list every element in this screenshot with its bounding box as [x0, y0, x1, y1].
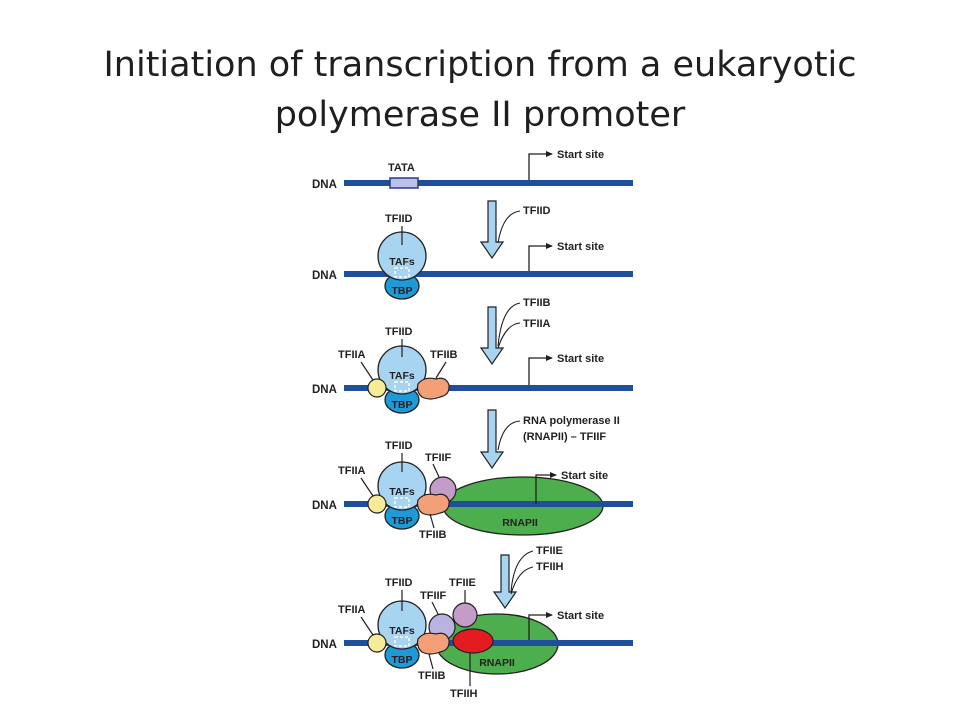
- start-site-label: Start site: [557, 149, 604, 161]
- start-site-label: Start site: [561, 470, 608, 482]
- start-site-arrow: [528, 243, 553, 271]
- row-4-rnapii-tfiif-bound: DNA RNAPII TAFs TBP TFIID TFIIA TFIIF TF…: [312, 440, 633, 541]
- step-3-label-2: (RNAPII) – TFIIF: [523, 431, 606, 443]
- start-site-arrow: [528, 151, 553, 180]
- tfiib-shape: [416, 632, 450, 655]
- step-1-label: TFIID: [523, 205, 551, 217]
- tbp-label: TBP: [392, 285, 413, 297]
- rnapii-label: RNAPII: [502, 517, 538, 529]
- step-2-label-2: TFIIA: [523, 318, 551, 330]
- dna-label: DNA: [312, 270, 337, 282]
- start-site-arrow: [528, 612, 553, 640]
- start-site-label: Start site: [557, 241, 604, 253]
- start-site-label: Start site: [557, 610, 604, 622]
- tbp-label: TBP: [392, 515, 413, 527]
- dna-label: DNA: [312, 500, 337, 512]
- start-site-arrow: [528, 355, 553, 385]
- step-arrow-4: TFIIE TFIIH: [492, 545, 564, 610]
- tfiih-label: TFIIH: [450, 688, 478, 700]
- dna-label: DNA: [312, 384, 337, 396]
- dna-label: DNA: [312, 179, 337, 191]
- step-arrow-3: RNA polymerase II (RNAPII) – TFIIF: [479, 409, 620, 470]
- start-site-arrow: [535, 472, 557, 504]
- row-5-preinitiation-complex: DNA RNAPII TAFs TBP TFIID TFIIA TFIIF TF…: [312, 577, 633, 700]
- tfiia-label: TFIIA: [338, 465, 366, 477]
- tafs-label: TAFs: [389, 370, 415, 382]
- tfiid-label: TFIID: [385, 440, 413, 452]
- tfiie-shape: [452, 602, 478, 628]
- title-line-2: polymerase II promoter: [274, 95, 686, 135]
- row-2-tfiid-bound: DNA TAFs TBP TFIID Start site: [312, 213, 633, 300]
- tfiih-shape: [452, 628, 494, 654]
- tfiib-label: TFIIB: [419, 529, 447, 541]
- start-site-label: Start site: [557, 353, 604, 365]
- tfiia-label: TFIIA: [338, 349, 366, 361]
- tfiif-label: TFIIF: [420, 590, 447, 602]
- tfiib-label: TFIIB: [430, 349, 458, 361]
- step-2-label-1: TFIIB: [523, 297, 551, 309]
- tbp-label: TBP: [392, 399, 413, 411]
- step-arrow-1: TFIID: [479, 200, 551, 260]
- tafs-label: TAFs: [389, 486, 415, 498]
- row-1-dna-alone: DNA TATA Start site: [312, 149, 633, 191]
- rnapii-label: RNAPII: [479, 657, 515, 669]
- tfiie-label: TFIIE: [449, 577, 476, 589]
- tfiib-label: TFIIB: [418, 670, 446, 682]
- tfiif-label: TFIIF: [425, 452, 452, 464]
- dna-label: DNA: [312, 639, 337, 651]
- tfiia-shape: [367, 378, 387, 398]
- tbp-label: TBP: [392, 654, 413, 666]
- title-line-1: Initiation of transcription from a eukar…: [103, 45, 857, 85]
- tfiib-shape: [416, 377, 450, 400]
- step-4-label-1: TFIIE: [536, 545, 563, 557]
- row-3-tfiia-tfiib-bound: DNA TAFs TBP TFIID TFIIA TFIIB Start sit…: [312, 326, 633, 414]
- tfiid-label: TFIID: [385, 577, 413, 589]
- tata-box: [389, 177, 419, 189]
- tfiia-shape: [367, 494, 387, 514]
- slide-title: Initiation of transcription from a eukar…: [0, 40, 960, 140]
- step-4-label-2: TFIIH: [536, 561, 564, 573]
- tafs-label: TAFs: [389, 256, 415, 268]
- tfiia-label: TFIIA: [338, 604, 366, 616]
- tfiib-shape: [416, 493, 450, 516]
- tfiid-label: TFIID: [385, 326, 413, 338]
- step-arrow-2: TFIIB TFIIA: [479, 297, 551, 366]
- tata-label: TATA: [388, 162, 415, 174]
- tafs-label: TAFs: [389, 625, 415, 637]
- tfiia-shape: [367, 633, 387, 653]
- tfiid-label: TFIID: [385, 213, 413, 225]
- step-3-label-1: RNA polymerase II: [523, 415, 620, 427]
